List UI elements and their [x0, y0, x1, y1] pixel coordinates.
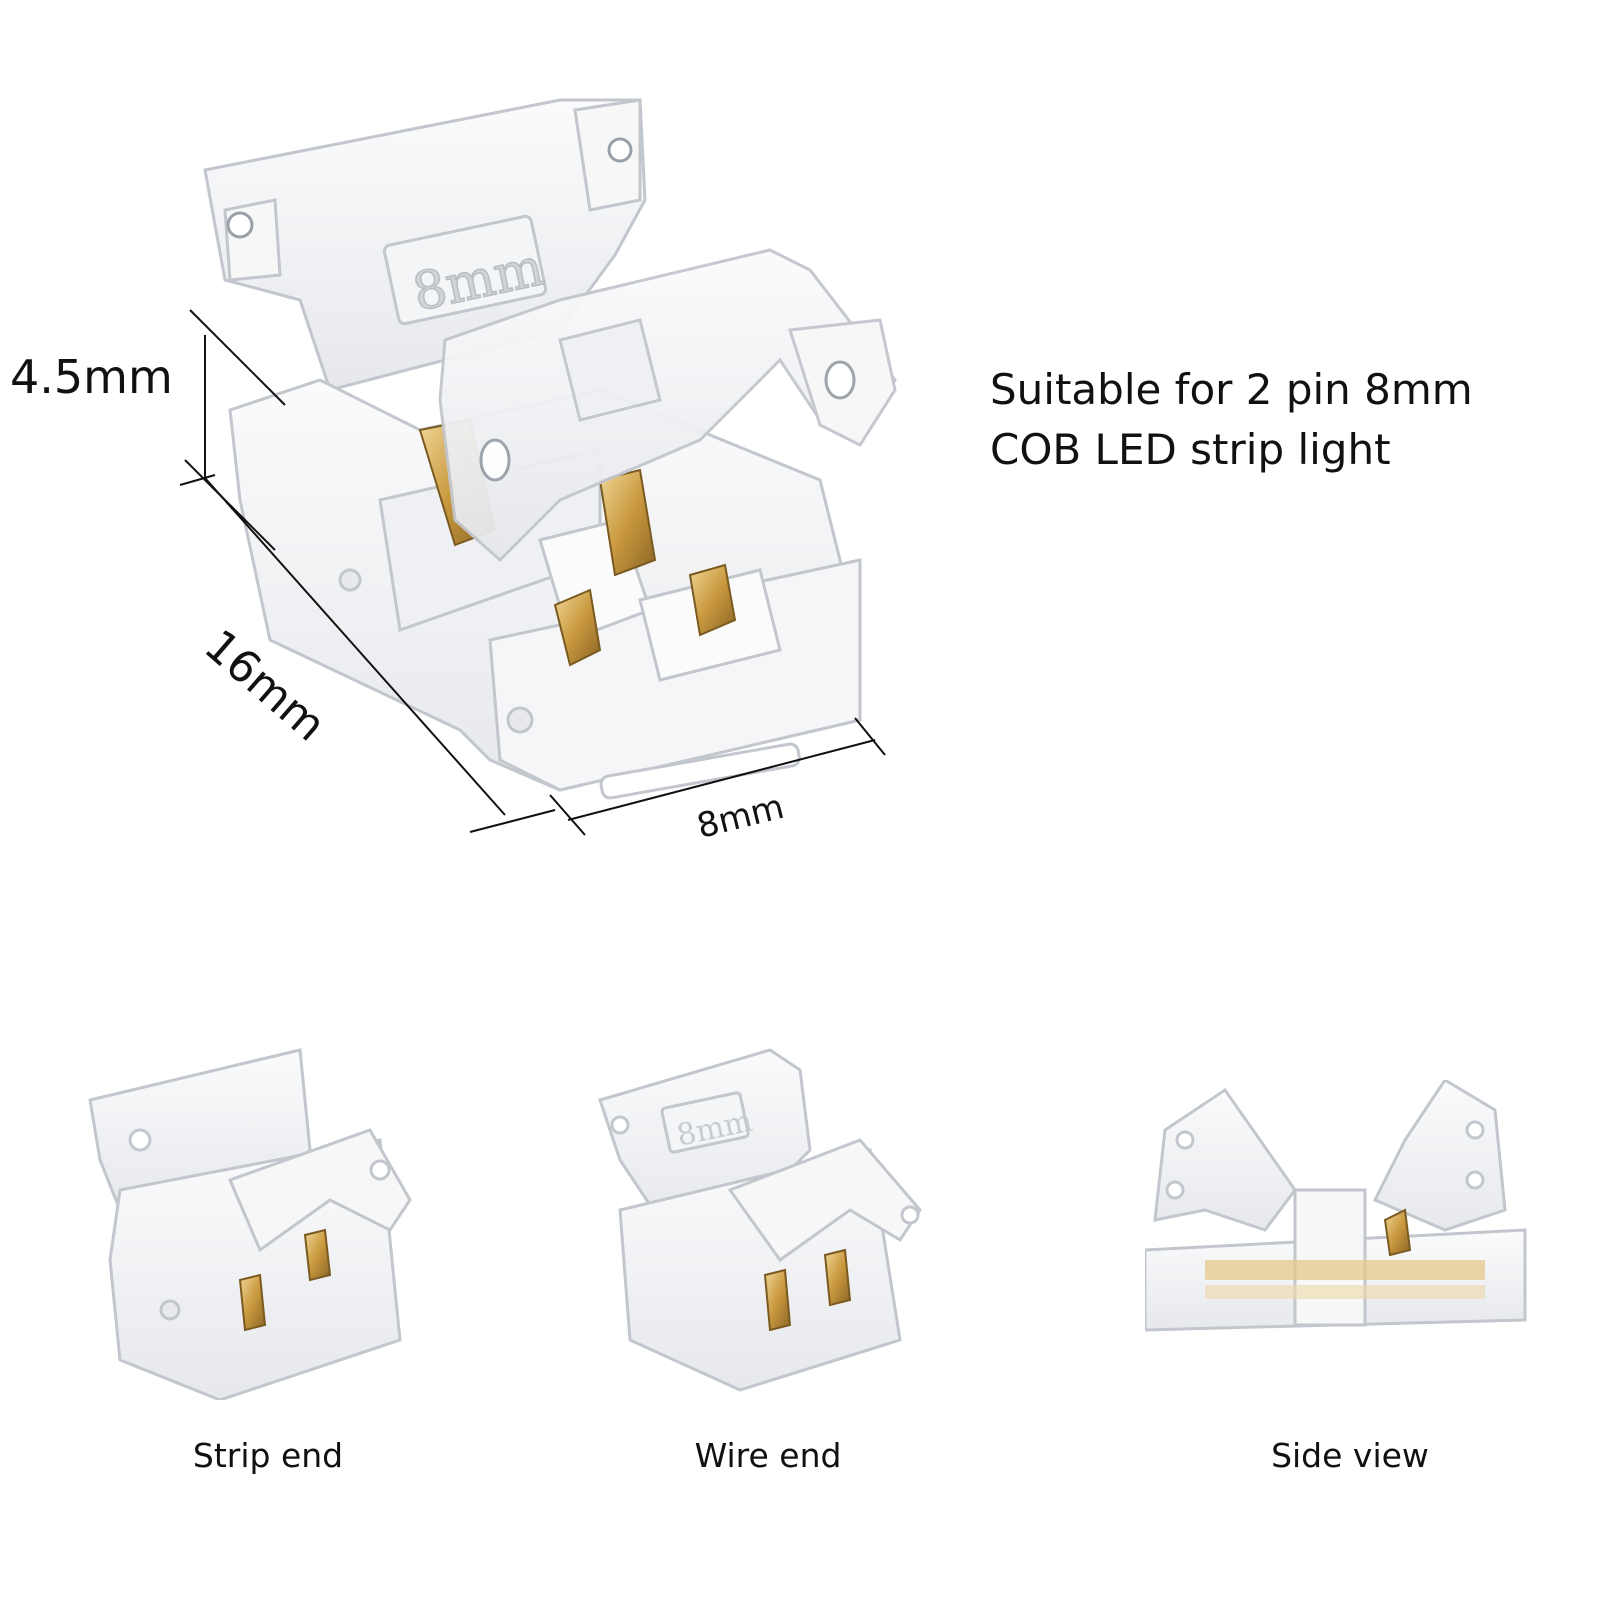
wire-end-view: 8mm [598, 1048, 922, 1392]
description-line-1: Suitable for 2 pin 8mm [990, 365, 1473, 414]
lid-marking-frame [382, 214, 548, 326]
product-description: Suitable for 2 pin 8mm COB LED strip lig… [990, 360, 1473, 480]
caption-strip-end: Strip end [192, 1436, 344, 1475]
caption-wire-end: Wire end [694, 1436, 842, 1475]
connector-body [228, 378, 862, 800]
back-lid: 8mm [203, 98, 647, 392]
caption-side-view: Side view [1271, 1436, 1429, 1475]
side-view [1145, 1080, 1527, 1332]
front-lid [438, 248, 897, 563]
height-dimension-label: 4.5mm [10, 350, 173, 404]
description-line-2: COB LED strip light [990, 425, 1391, 474]
dimension-lines [179, 309, 886, 836]
strip-end-view [88, 1048, 412, 1400]
